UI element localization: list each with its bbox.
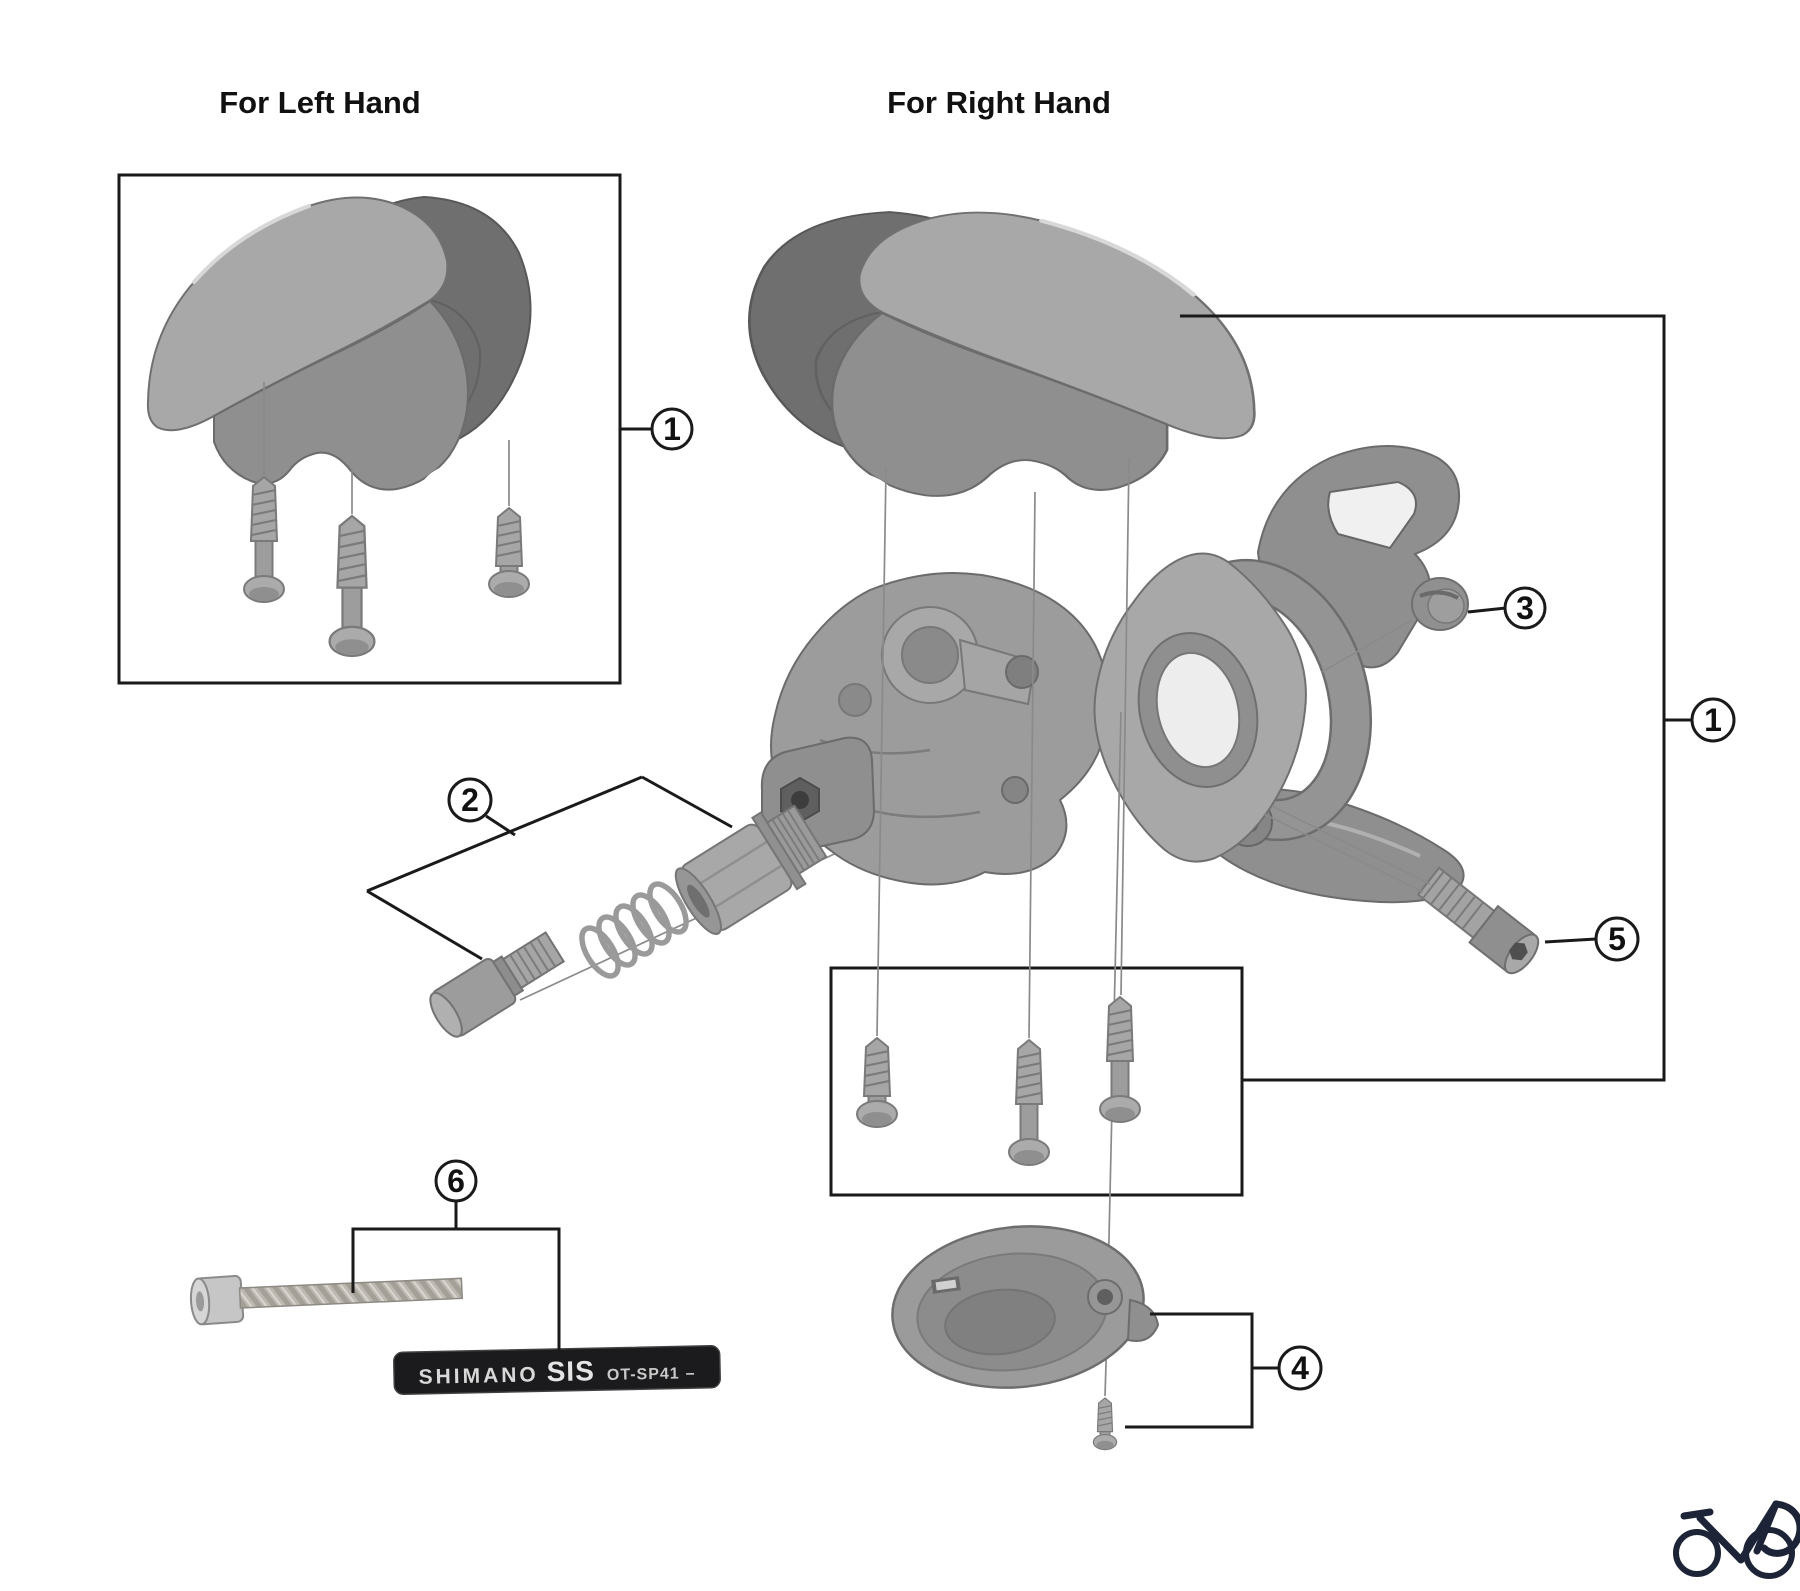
left-screw-guide-lines <box>263 382 510 514</box>
bottom-cover-screw <box>1092 1397 1118 1451</box>
svg-text:1: 1 <box>663 411 681 447</box>
callout-3: 3 <box>1503 586 1547 630</box>
right-section-title: For Right Hand <box>887 85 1111 120</box>
explosion-guide-lines <box>876 457 1431 1397</box>
callout-1-right: 1 <box>1690 697 1736 743</box>
indicator-end-plug <box>1411 577 1469 631</box>
clamp-fixing-bolt <box>1416 866 1540 975</box>
body-screw <box>1099 996 1141 1123</box>
bottom-cover <box>891 1225 1160 1389</box>
svg-text:4: 4 <box>1291 1350 1309 1386</box>
body-screw <box>856 1037 898 1128</box>
cover-screw <box>488 507 530 598</box>
clamp-bracket-plate <box>1093 552 1307 863</box>
cover-screw <box>328 514 376 658</box>
callout-4: 4 <box>1277 1345 1323 1391</box>
cover-screw <box>243 476 285 603</box>
bicycle-logo-watermark <box>1673 1500 1800 1579</box>
left-section-title: For Left Hand <box>219 85 421 120</box>
callout-6: 6 <box>434 1159 478 1203</box>
callout-1-left: 1 <box>650 407 694 451</box>
left-shifter-cover <box>145 195 533 525</box>
svg-text:1: 1 <box>1704 702 1722 738</box>
svg-text:2: 2 <box>461 782 479 818</box>
adjuster-spring <box>579 881 689 979</box>
right-shifter-cover <box>749 212 1254 528</box>
callout-lines <box>351 314 1693 1429</box>
svg-text:6: 6 <box>447 1163 465 1199</box>
svg-text:5: 5 <box>1608 921 1626 957</box>
callout-2: 2 <box>447 777 493 823</box>
cable-anchor-bolt <box>429 931 566 1038</box>
barrel-adjuster <box>674 804 828 935</box>
body-screw <box>1008 1039 1050 1166</box>
svg-text:3: 3 <box>1516 590 1534 626</box>
callout-5: 5 <box>1594 916 1640 962</box>
inner-shift-cable <box>189 1274 464 1326</box>
